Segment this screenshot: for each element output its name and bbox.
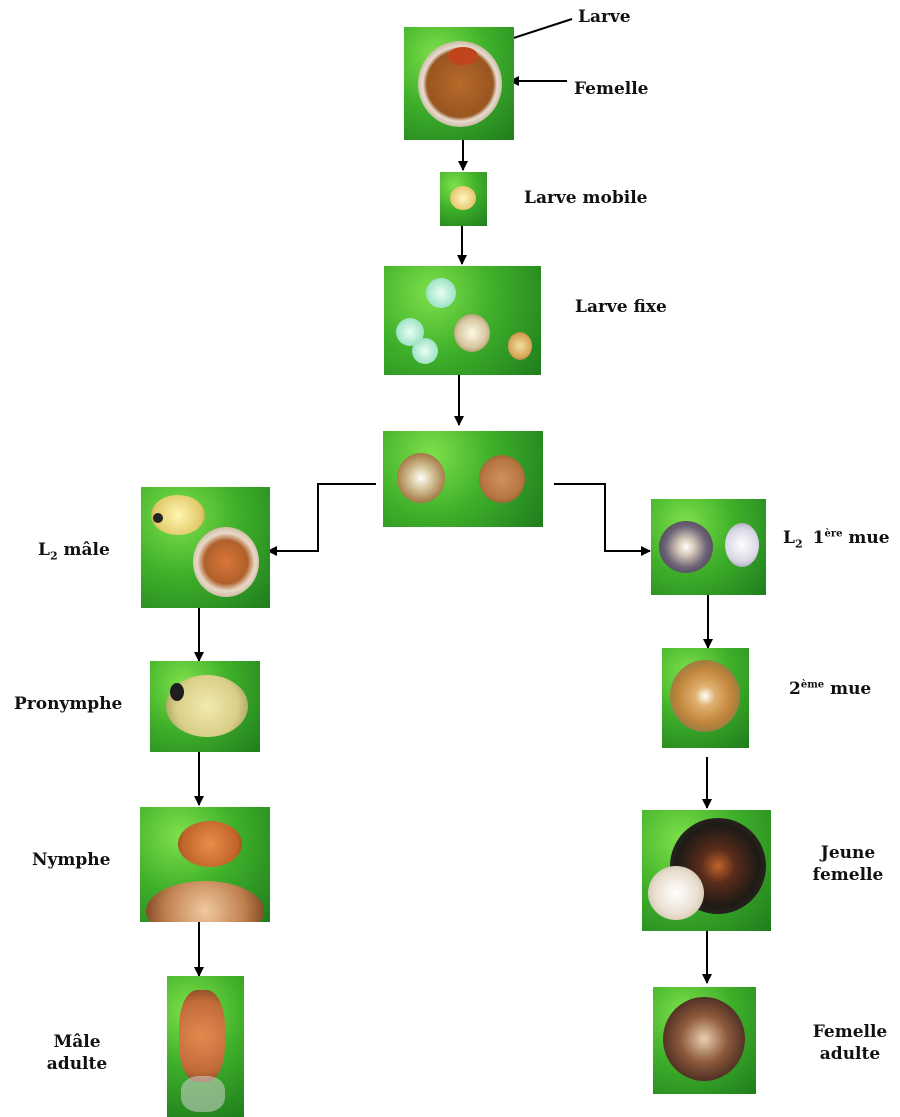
label-larve-fixe: Larve fixe [575, 296, 667, 318]
label-jeune-femelle-line2: femelle [808, 864, 888, 886]
label-larve-mobile: Larve mobile [524, 187, 647, 209]
photo-jeune-femelle [642, 810, 771, 931]
label-nymphe: Nymphe [32, 849, 110, 871]
photo-pronymphe [150, 661, 260, 752]
photo-stade-l2 [383, 431, 543, 527]
label-male-adulte-line1: Mâle [40, 1031, 114, 1053]
photo-male-adulte [167, 976, 244, 1117]
label-deuxieme-mue: 2ème mue [789, 678, 871, 700]
label-larve: Larve [578, 6, 631, 28]
label-male-adulte-line2: adulte [40, 1053, 114, 1075]
label-male-adulte: Mâle adulte [40, 1031, 114, 1075]
photo-femelle-adulte [653, 987, 756, 1094]
label-femelle-adulte: Femelle adulte [810, 1021, 890, 1065]
label-femelle: Femelle [574, 78, 649, 100]
photo-l2-male [141, 487, 270, 608]
label-pronymphe: Pronymphe [14, 693, 122, 715]
photo-deuxieme-mue [662, 648, 749, 748]
label-jeune-femelle-line1: Jeune [808, 842, 888, 864]
photo-l2-premiere-mue [651, 499, 766, 595]
arrow-branch-male [268, 484, 376, 551]
label-femelle-adulte-line2: adulte [810, 1043, 890, 1065]
photo-larve-mobile [440, 172, 487, 226]
label-femelle-adulte-line1: Femelle [810, 1021, 890, 1043]
label-l2-male: L2 mâle [38, 539, 110, 564]
photo-female-with-larva [404, 27, 514, 140]
label-jeune-femelle: Jeune femelle [808, 842, 888, 886]
photo-nymphe [140, 807, 270, 922]
photo-larve-fixe [384, 266, 541, 375]
arrow-branch-female [554, 484, 650, 551]
